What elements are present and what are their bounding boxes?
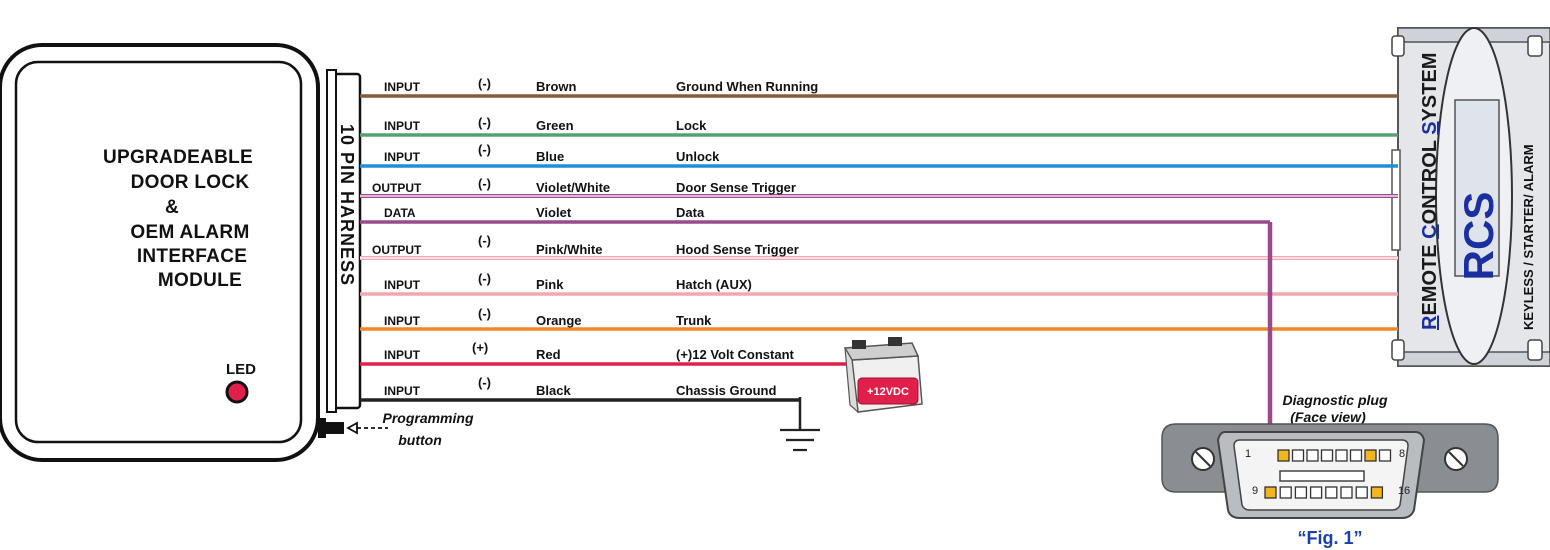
programming-label: Programming xyxy=(382,410,473,426)
arrow-icon xyxy=(346,421,358,435)
wire-function-label: Hood Sense Trigger xyxy=(676,242,799,257)
figure-label: “Fig. 1” xyxy=(1297,528,1362,548)
module-title-line: DOOR LOCK xyxy=(131,172,250,193)
obd-pin xyxy=(1335,449,1348,462)
wire-io-label: INPUT xyxy=(384,80,421,94)
module-title-line: UPGRADEABLE xyxy=(103,147,253,168)
programming-button[interactable] xyxy=(326,422,344,434)
programming-callout: Programming button xyxy=(346,410,474,448)
wire-polarity: (-) xyxy=(478,233,491,248)
wire-function-label: Door Sense Trigger xyxy=(676,180,796,195)
obd-pin xyxy=(1349,449,1363,462)
programming-button-body xyxy=(318,418,326,438)
module-title: UPGRADEABLE DOOR LOCK & OEM ALARM INTERF… xyxy=(103,147,253,291)
rcs-wordmark: REMOTE CONTROL SYSTEM xyxy=(1419,53,1441,330)
wire-function-label: Ground When Running xyxy=(676,79,818,94)
rcs-word-initial: R xyxy=(1419,315,1441,330)
wire-polarity: (+) xyxy=(472,340,488,355)
interface-module: UPGRADEABLE DOOR LOCK & OEM ALARM INTERF… xyxy=(0,43,344,462)
harness-connector: 10 PIN HARNESS xyxy=(326,69,362,413)
wire-io-label: OUTPUT xyxy=(372,243,422,257)
pin-number: 8 xyxy=(1399,448,1405,460)
wire-polarity: (-) xyxy=(478,115,491,130)
obd-pin xyxy=(1306,449,1319,462)
wire-polarity: (-) xyxy=(478,271,491,286)
obd-pin xyxy=(1309,486,1323,499)
wire-io-label: INPUT xyxy=(384,119,421,133)
wire-color-label: Brown xyxy=(536,79,577,94)
obd-pin xyxy=(1370,486,1384,499)
obd-pin xyxy=(1320,449,1334,462)
wire-polarity: (-) xyxy=(478,76,491,91)
wire-polarity: (-) xyxy=(478,176,491,191)
wire-function-label: Lock xyxy=(676,118,707,133)
module-title-line: MODULE xyxy=(158,270,242,291)
wire-color-label: Red xyxy=(536,347,561,362)
led-label: LED xyxy=(226,361,256,378)
ground-symbol-icon xyxy=(780,397,820,452)
obd-pin xyxy=(1364,449,1377,462)
wire-polarity: (-) xyxy=(478,306,491,321)
wire-io-label: INPUT xyxy=(384,278,421,292)
wire-color-label: Green xyxy=(536,118,574,133)
wire-color-label: Black xyxy=(536,383,571,398)
module-title-line: & xyxy=(165,197,179,218)
wire-color-label: Pink/White xyxy=(536,242,602,257)
pin-number: 1 xyxy=(1245,448,1251,460)
obd-pin xyxy=(1340,486,1353,499)
rcs-word-rest: EMOTE xyxy=(1419,239,1441,316)
wire-io-label: INPUT xyxy=(384,314,421,328)
wire-function-label: Unlock xyxy=(676,149,720,164)
wire-io-label: INPUT xyxy=(384,150,421,164)
wire-color-label: Violet/White xyxy=(536,180,610,195)
module-title-line: OEM ALARM xyxy=(130,222,249,243)
wire-polarity: (-) xyxy=(478,142,491,157)
rcs-word-rest: YSTEM xyxy=(1419,53,1441,122)
wires xyxy=(360,94,1398,464)
diagnostic-plug: Diagnostic plug (Face view) 1 8 9 16 “Fi… xyxy=(1161,392,1499,548)
obd-pin xyxy=(1325,486,1338,499)
battery-label: +12VDC xyxy=(867,386,909,398)
rcs-logo: RCS xyxy=(1455,192,1502,281)
rcs-word-initial: S xyxy=(1419,121,1441,134)
wire-color-label: Pink xyxy=(536,277,564,292)
obd-pin xyxy=(1355,486,1368,499)
diagnostic-caption: Diagnostic plug xyxy=(1283,392,1388,408)
led-indicator xyxy=(225,380,249,404)
wire-function-label: Data xyxy=(676,205,705,220)
rcs-side-label: KEYLESS / STARTER/ ALARM xyxy=(1521,144,1536,330)
diagnostic-caption: (Face view) xyxy=(1290,409,1366,425)
obd-pin xyxy=(1279,486,1292,499)
wire-color-label: Blue xyxy=(536,149,564,164)
wire-function-label: Trunk xyxy=(676,313,712,328)
pin-number: 9 xyxy=(1252,485,1258,497)
wire-io-label: OUTPUT xyxy=(372,181,422,195)
obd-pin xyxy=(1294,486,1308,499)
obd-pins xyxy=(1264,449,1392,499)
harness-label: 10 PIN HARNESS xyxy=(337,124,357,286)
wire-io-label: DATA xyxy=(384,206,416,220)
programming-label: button xyxy=(398,432,442,448)
rcs-word-rest: ONTROL xyxy=(1419,135,1441,225)
rcs-word-initial: C xyxy=(1419,224,1441,238)
wire-io-label: INPUT xyxy=(384,348,421,362)
obd-pin xyxy=(1291,449,1305,462)
wire-color-label: Violet xyxy=(536,205,572,220)
wire-polarity: (-) xyxy=(478,375,491,390)
wire-function-label: Chassis Ground xyxy=(676,383,776,398)
wire-function-label: Hatch (AUX) xyxy=(676,277,752,292)
obd-pin xyxy=(1277,449,1290,462)
obd-pin xyxy=(1378,449,1392,462)
module-title-line: INTERFACE xyxy=(137,246,247,267)
wire-function-label: (+)12 Volt Constant xyxy=(676,347,795,362)
rcs-unit: RCS REMOTE CONTROL SYSTEM KEYLESS / STAR… xyxy=(1391,27,1550,367)
pin-number: 16 xyxy=(1398,485,1410,497)
wire-io-label: INPUT xyxy=(384,384,421,398)
battery-icon: +12VDC xyxy=(843,337,923,414)
wire-color-label: Orange xyxy=(536,313,582,328)
obd-pin xyxy=(1264,486,1277,499)
